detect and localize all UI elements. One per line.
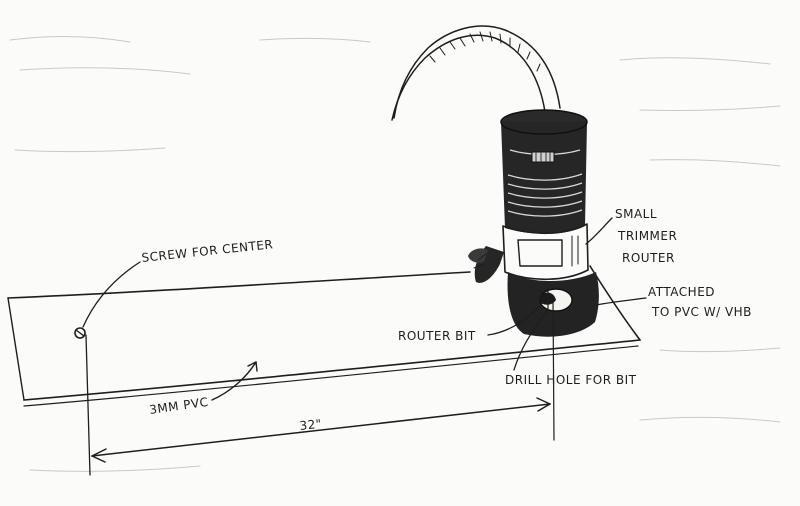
attached-leader	[595, 297, 647, 306]
dimension-line	[85, 334, 551, 476]
drill-hole-label: DRILL HOLE FOR BIT	[505, 373, 637, 387]
pvc-strip	[7, 265, 641, 407]
attached-label: ATTACHED TO PVC W/ VHB	[648, 285, 752, 319]
center-screw	[74, 327, 86, 339]
trimmer-leader	[585, 217, 613, 245]
pvc-label: 3MM PVC	[148, 395, 209, 417]
svg-text:SMALL: SMALL	[615, 207, 657, 221]
router-collar	[502, 223, 589, 281]
svg-text:ATTACHED: ATTACHED	[648, 285, 715, 299]
drill-hole-leader	[513, 309, 549, 371]
svg-text:ROUTER: ROUTER	[622, 251, 675, 265]
screw-label: SCREW FOR CENTER	[141, 237, 274, 265]
router-bit-leader	[487, 301, 544, 336]
svg-text:TRIMMER: TRIMMER	[617, 229, 677, 243]
trimmer-label: SMALL TRIMMER ROUTER	[615, 207, 677, 265]
svg-text:TO PVC W/ VHB: TO PVC W/ VHB	[651, 305, 752, 319]
pvc-arrow	[211, 361, 257, 401]
screw-leader	[82, 261, 141, 328]
paper-bleed-through	[9, 35, 781, 472]
pvc-arrowhead	[247, 361, 258, 372]
dimension-label: 32"	[299, 417, 323, 433]
router-motor-body	[500, 109, 588, 234]
router-clamp-knob	[468, 246, 504, 283]
bit-centerline	[552, 299, 555, 441]
router-bit-label: ROUTER BIT	[398, 329, 476, 343]
router-cable	[391, 25, 561, 121]
